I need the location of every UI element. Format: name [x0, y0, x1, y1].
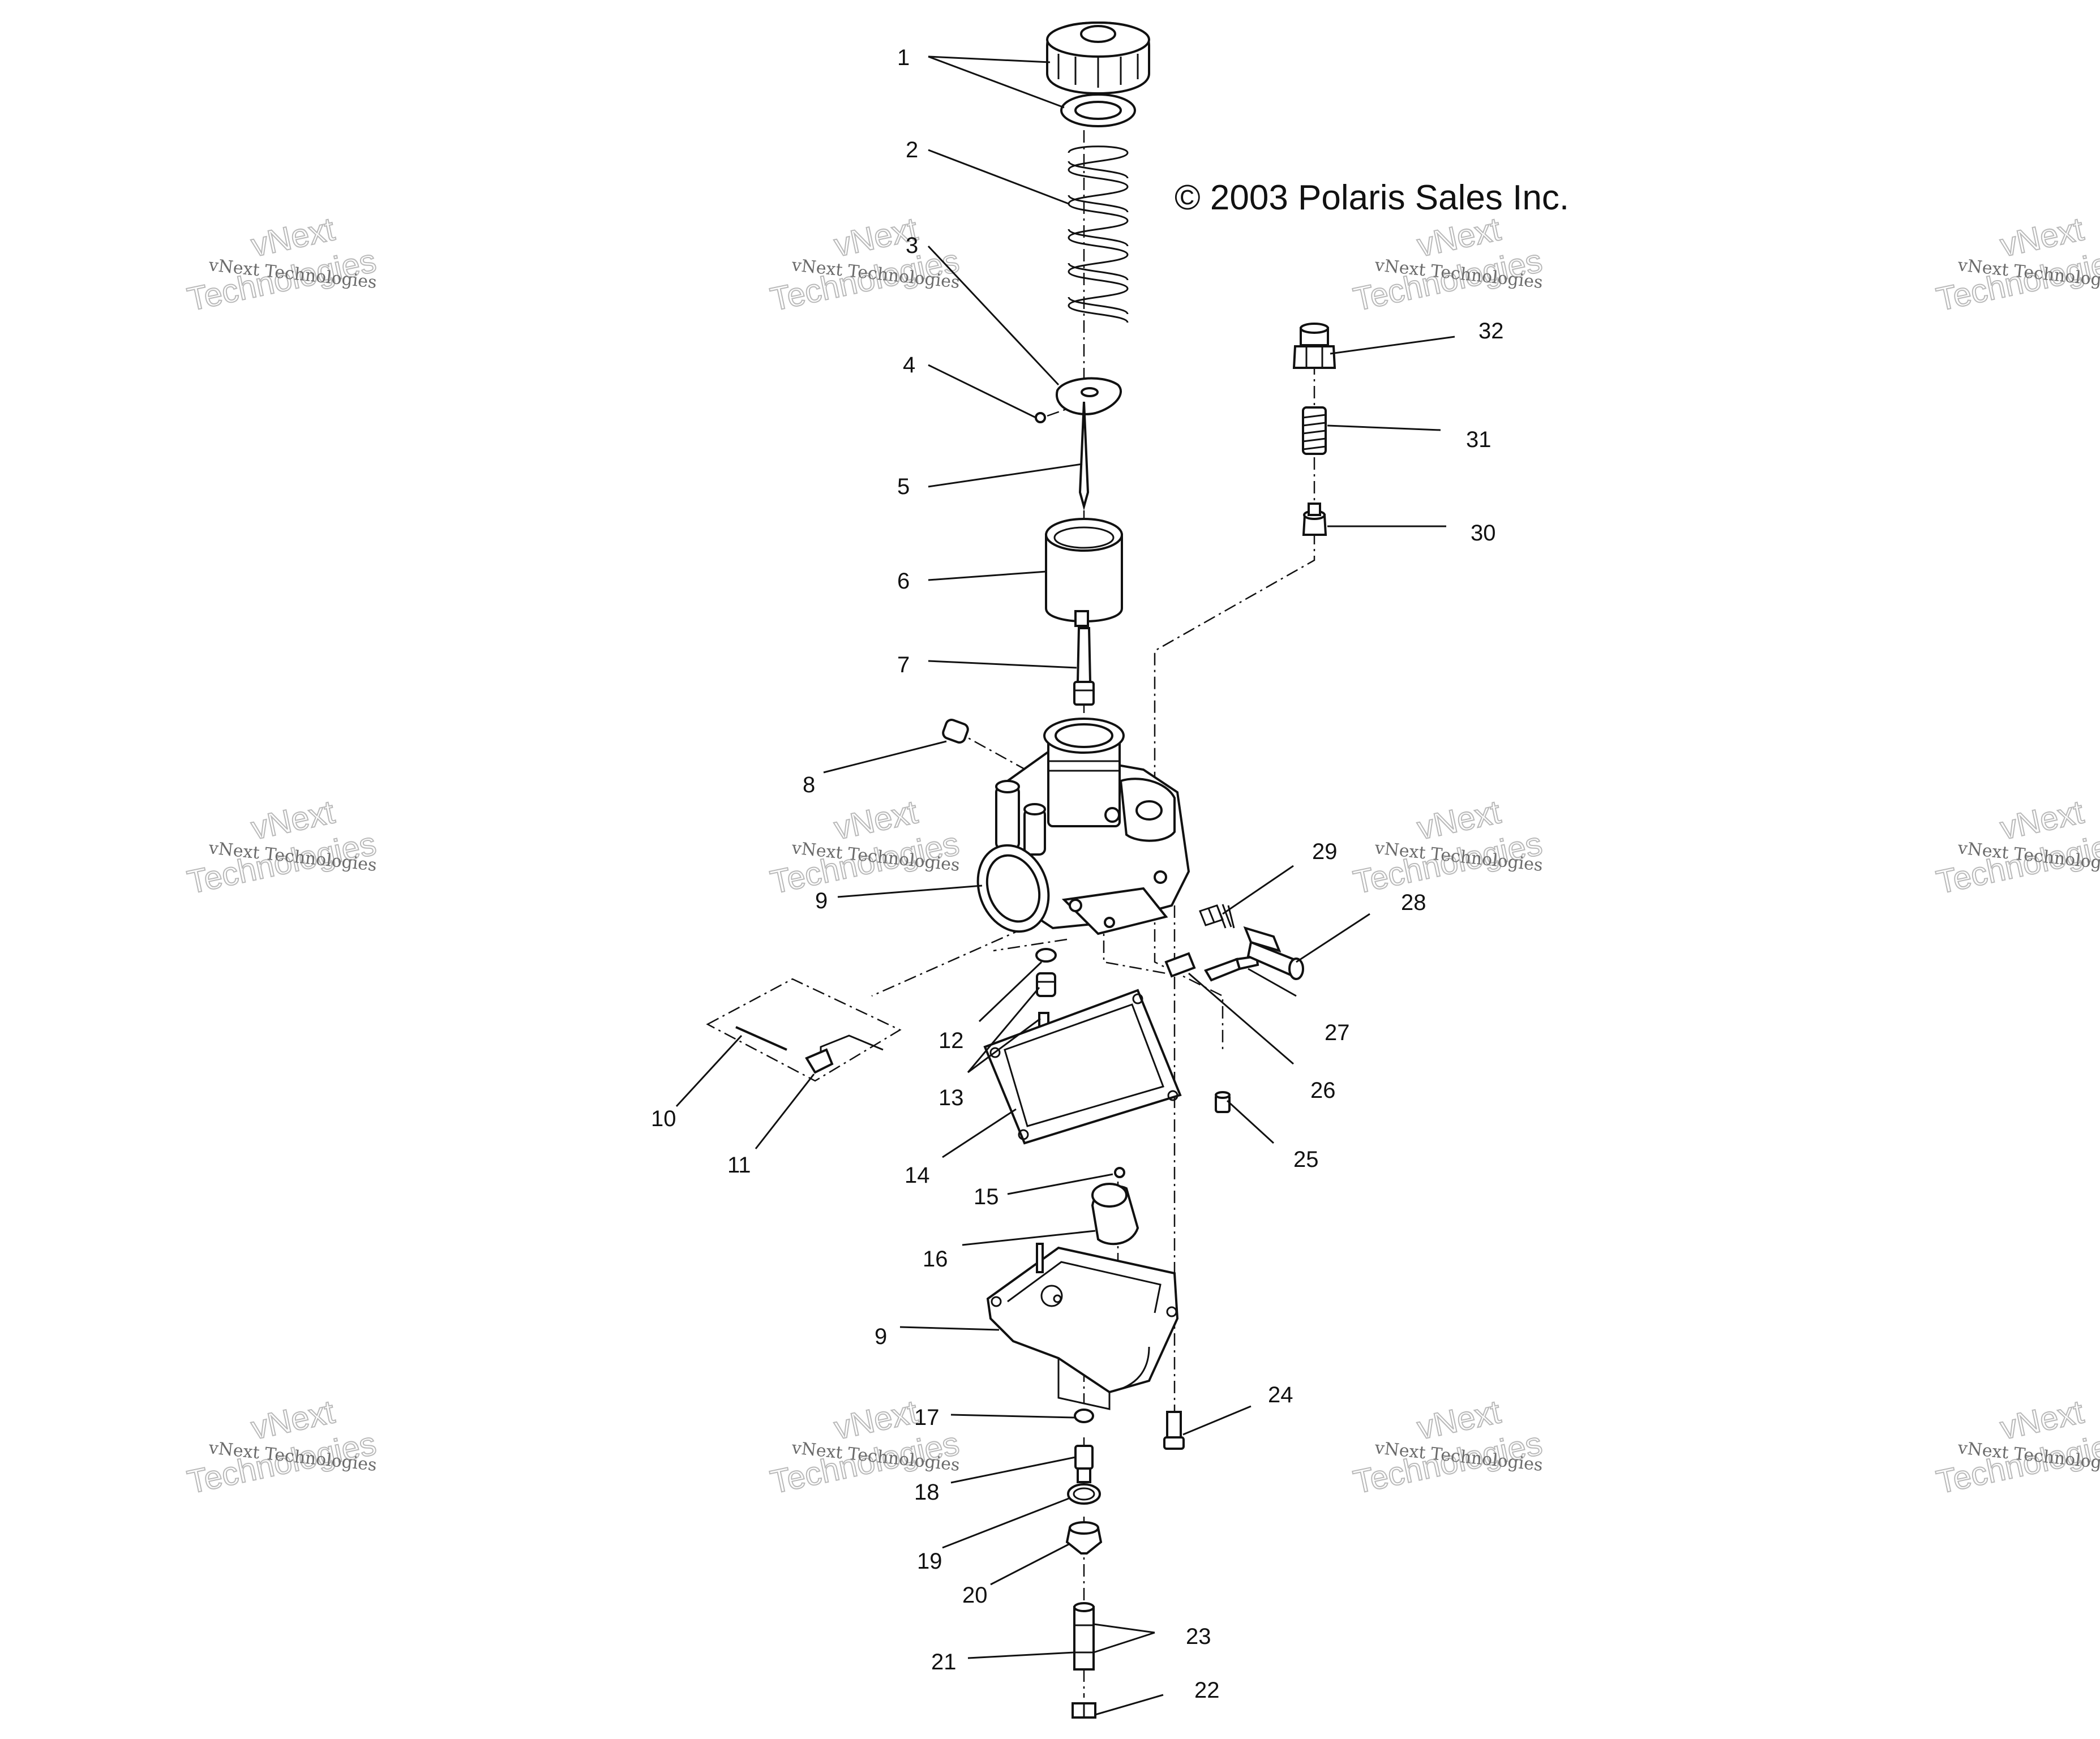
callout-5: 5: [897, 474, 910, 499]
callout-9-upper: 9: [815, 888, 828, 913]
callout-10: 10: [651, 1106, 676, 1131]
ball-part: [1114, 1167, 1125, 1178]
callout-7: 7: [897, 652, 910, 677]
copyright-notice: © 2003 Polaris Sales Inc.: [1175, 178, 1569, 217]
main-jet-part: [1074, 1445, 1094, 1483]
callout-8: 8: [803, 772, 815, 797]
pilot-jet-part: [1215, 1091, 1231, 1113]
watermark: vNext Technologies: [766, 210, 963, 319]
callout-1: 1: [897, 45, 910, 70]
callout-16: 16: [923, 1247, 948, 1272]
callout-2: 2: [906, 138, 918, 162]
watermark: vNext Technologies: [766, 793, 963, 901]
spring-part: [1068, 145, 1129, 323]
callout-32: 32: [1478, 319, 1504, 343]
callout-28: 28: [1401, 890, 1426, 915]
drain-plug-part: [1065, 1521, 1103, 1555]
callout-23: 23: [1186, 1624, 1211, 1649]
watermark: vNext Technologies: [1349, 793, 1546, 901]
throttle-valve-part: [1045, 518, 1123, 627]
air-screw-part: [1164, 952, 1259, 982]
bowl-screw-part: [1163, 1411, 1185, 1450]
gasket-part: [983, 989, 1182, 1145]
callout-29: 29: [1312, 839, 1338, 864]
float-part: [1091, 1183, 1139, 1246]
float-bowl-part: [986, 1243, 1179, 1410]
callout-31: 31: [1466, 427, 1492, 452]
callout-30: 30: [1471, 521, 1496, 546]
callout-26: 26: [1310, 1078, 1336, 1103]
callout-6: 6: [897, 569, 910, 594]
cap-part: [1046, 21, 1150, 95]
pipe-plug-part: [1072, 1702, 1096, 1719]
callout-27: 27: [1325, 1020, 1350, 1045]
starter-plunger-part: [1302, 503, 1327, 536]
callout-4: 4: [903, 353, 915, 377]
callout-22: 22: [1194, 1678, 1220, 1703]
callout-11: 11: [727, 1153, 751, 1178]
callout-17: 17: [914, 1405, 940, 1430]
plug-part: [942, 719, 969, 744]
watermark: vNext Technologies: [1349, 210, 1546, 319]
watermark: vNext Technologies: [183, 793, 380, 901]
callout-3: 3: [906, 233, 918, 258]
callout-21: 21: [931, 1650, 957, 1674]
float-lever-part: [706, 978, 902, 1082]
callout-labels: 1 2 3 4 5 6 7 8 9 9 10 11 12 13 14 15 16…: [651, 45, 1504, 1703]
starter-spring-part: [1302, 406, 1327, 455]
callout-14: 14: [905, 1163, 930, 1188]
drain-pipe-part: [1073, 1602, 1095, 1671]
carburetor-body-part: [976, 718, 1190, 935]
callout-20: 20: [962, 1583, 988, 1608]
small-washer-part: [1035, 948, 1057, 963]
callout-12: 12: [938, 1028, 964, 1053]
starter-nut-part: [1292, 323, 1336, 369]
watermark: vNext Technologies: [183, 1393, 380, 1501]
callout-25: 25: [1293, 1147, 1319, 1172]
plate-part: [1055, 377, 1122, 415]
callout-18: 18: [914, 1480, 940, 1505]
clip-part: [1035, 412, 1046, 423]
drain-gasket-part: [1067, 1483, 1101, 1505]
needle-jet-part: [1073, 627, 1095, 706]
callout-24: 24: [1268, 1382, 1293, 1407]
callout-19: 19: [917, 1549, 942, 1574]
watermark: vNext Technologies: [183, 210, 380, 319]
watermark: vNext Technologies: [1349, 1393, 1546, 1501]
callout-13: 13: [938, 1085, 964, 1110]
callout-9-lower: 9: [875, 1324, 887, 1349]
o-ring-part: [1074, 1409, 1094, 1423]
needle-part: [1078, 401, 1090, 511]
washer-part: [1060, 93, 1136, 127]
idle-screw-part: [1199, 904, 1304, 980]
callout-15: 15: [974, 1184, 999, 1209]
leader-lines: [675, 55, 1455, 1716]
